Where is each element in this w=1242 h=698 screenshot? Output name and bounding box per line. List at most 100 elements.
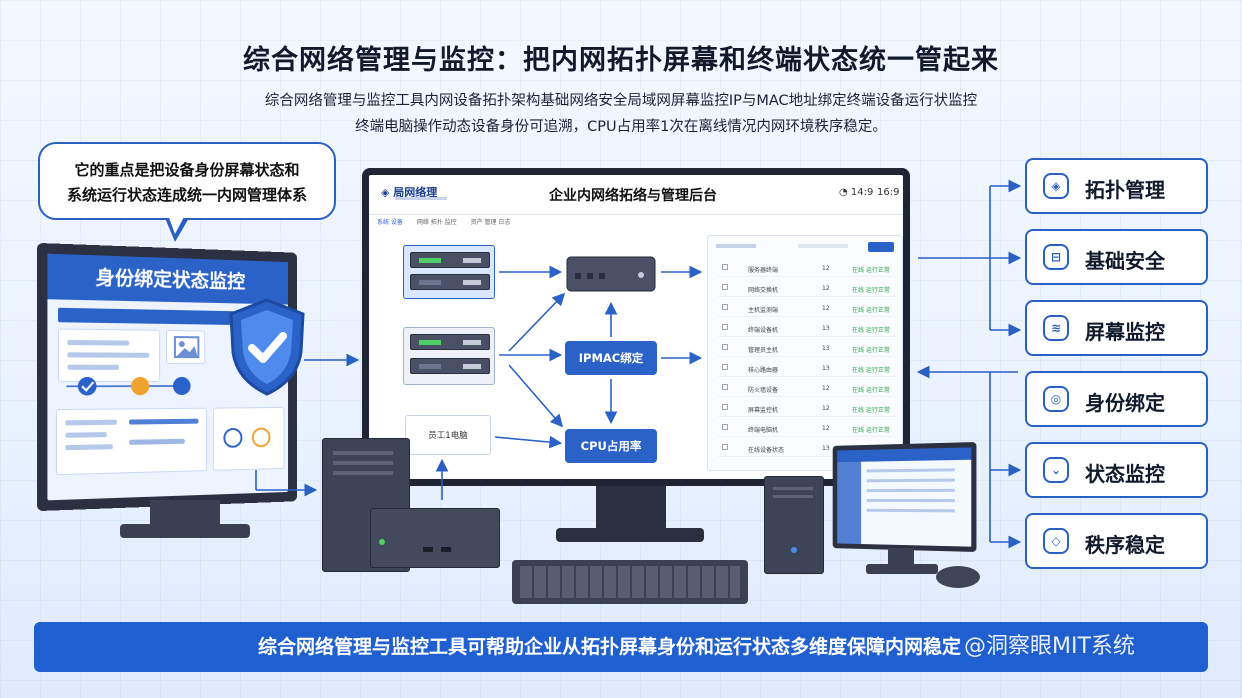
- row-device-name: 防火墙设备: [748, 387, 779, 394]
- table-row[interactable]: 终端电脑机 12 在线 运行正常: [718, 418, 896, 437]
- row-status: 在线 运行正常: [852, 367, 890, 374]
- status-indicator-b: 16:9: [877, 187, 900, 198]
- keyboard: [512, 560, 748, 604]
- row-checkbox[interactable]: [722, 384, 728, 390]
- admin-title: 企业内网络拓络与管理后台: [549, 188, 717, 204]
- center-monitor-stand: [596, 486, 666, 530]
- row-device-id: 12: [822, 305, 830, 312]
- feature-label: 基础安全: [1085, 249, 1165, 273]
- row-device-name: 管理员主机: [748, 347, 779, 354]
- row-checkbox[interactable]: [722, 284, 728, 290]
- tab-assets[interactable]: 资产 管理 日志: [470, 219, 511, 226]
- feature-label: 身份绑定: [1085, 391, 1165, 415]
- right-monitor-base: [866, 564, 938, 574]
- row-checkbox[interactable]: [722, 424, 728, 430]
- server-rack-middle[interactable]: [403, 327, 495, 385]
- row-device-id: 12: [822, 285, 830, 292]
- admin-tabs: 系统 设备 网络 拓扑 监控 资产 管理 日志: [377, 217, 522, 226]
- row-device-id: 12: [822, 425, 830, 432]
- tab-network[interactable]: 网络 拓扑 监控: [416, 219, 457, 226]
- router-icon: [566, 256, 656, 292]
- feature-label: 屏幕监控: [1085, 320, 1165, 344]
- tab-system[interactable]: 系统 设备: [377, 219, 403, 226]
- row-status: 在线 运行正常: [852, 427, 890, 434]
- row-status: 在线 运行正常: [852, 267, 890, 274]
- row-device-name: 终端电脑机: [748, 427, 779, 434]
- row-checkbox[interactable]: [722, 304, 728, 310]
- shield-check-icon: [229, 298, 305, 396]
- row-device-name: 核心路由器: [748, 367, 779, 374]
- feature-label: 秩序稳定: [1085, 533, 1165, 557]
- hexagon-tool-icon: ◈: [1043, 173, 1069, 199]
- row-device-id: 12: [822, 405, 830, 412]
- feature-item[interactable]: ◎身份绑定: [1025, 371, 1208, 427]
- row-device-name: 主机监测端: [748, 307, 779, 314]
- row-device-id: 13: [822, 445, 830, 452]
- center-monitor-screen: ◈ 局网络理 企业内网络拓络与管理后台 ◔ 14:9 16:9 系统 设备 网络…: [369, 175, 903, 479]
- admin-topbar: ◈ 局网络理 企业内网络拓络与管理后台 ◔ 14:9 16:9: [369, 175, 903, 215]
- server-rack-top[interactable]: [403, 245, 495, 299]
- page-title: 综合网络管理与监控：把内网拓扑屏幕和终端状态统一管起来: [243, 45, 999, 76]
- left-monitor-flow: [58, 377, 199, 396]
- shield-icon: ⊟: [1043, 244, 1069, 270]
- feature-item[interactable]: ≋ 屏幕监控: [1025, 300, 1208, 356]
- diamond-icon: ◇: [1043, 528, 1069, 554]
- chevron-shield-icon: ⌄: [1043, 457, 1069, 483]
- ipmac-binding-node[interactable]: IPMAC绑定: [565, 341, 657, 375]
- subtitle-line-1: 综合网络管理与监控工具内网设备拓扑架构基础网络安全局域网屏幕监控IP与MAC地址…: [264, 93, 978, 109]
- mouse: [936, 566, 980, 588]
- row-status: 在线 运行正常: [852, 287, 890, 294]
- row-checkbox[interactable]: [722, 264, 728, 270]
- cpu-usage-node[interactable]: CPU占用率: [565, 429, 657, 463]
- left-monitor: 身份绑定状态监控: [36, 242, 298, 512]
- feature-item[interactable]: ⌄ 状态监控: [1025, 442, 1208, 498]
- row-status: 在线 运行正常: [852, 387, 890, 394]
- row-checkbox[interactable]: [722, 364, 728, 370]
- table-row[interactable]: 防火墙设备 12 在线 运行正常: [718, 378, 896, 397]
- left-monitor-screen: 身份绑定状态监控: [47, 253, 289, 501]
- feature-item[interactable]: ⊟ 基础安全: [1025, 229, 1208, 285]
- center-monitor: ◈ 局网络理 企业内网络拓络与管理后台 ◔ 14:9 16:9 系统 设备 网络…: [362, 168, 910, 486]
- row-checkbox[interactable]: [722, 324, 728, 330]
- bubble-line-2: 系统运行状态连成统一内网管理体系: [66, 186, 307, 204]
- topology-arrows: [494, 265, 703, 449]
- row-device-name: 屏幕监控机: [748, 407, 779, 414]
- feature-label: 状态监控: [1085, 462, 1165, 486]
- row-device-id: 12: [822, 265, 830, 272]
- footer-banner: 综合网络管理与监控工具可帮助企业从拓扑屏幕身份和运行状态多维度保障内网稳定 @洞…: [34, 622, 1208, 672]
- row-status: 在线 运行正常: [852, 347, 890, 354]
- row-checkbox[interactable]: [722, 444, 728, 450]
- table-row[interactable]: 管理员主机 13 在线 运行正常: [718, 338, 896, 357]
- admin-logo-sub: [395, 197, 447, 200]
- row-checkbox[interactable]: [722, 344, 728, 350]
- mini-pc: [370, 508, 500, 568]
- employee-pc-node[interactable]: 员工1电脑: [405, 415, 491, 455]
- row-checkbox[interactable]: [722, 404, 728, 410]
- speech-bubble: 它的重点是把设备身份屏幕状态和 系统运行状态连成统一内网管理体系: [38, 142, 336, 220]
- row-device-name: 服务器终端: [748, 267, 779, 274]
- plus-icon: [172, 377, 191, 395]
- admin-logo: ◈ 局网络理: [381, 186, 438, 199]
- table-action-button[interactable]: [868, 242, 894, 252]
- row-device-name: 终端设备机: [748, 327, 779, 334]
- table-row[interactable]: 服务器终端 12 在线 运行正常: [718, 258, 896, 277]
- image-icon: [166, 329, 206, 365]
- status-indicator-a: ◔ 14:9: [839, 187, 874, 198]
- layers-icon: ≋: [1043, 315, 1069, 341]
- feature-item[interactable]: ◇ 秩序稳定: [1025, 513, 1208, 569]
- center-monitor-base: [556, 528, 704, 542]
- bubble-tail: [165, 215, 189, 242]
- clock-icon: [131, 377, 150, 396]
- left-monitor-base: [120, 524, 250, 538]
- row-device-id: 12: [822, 385, 830, 392]
- feature-item[interactable]: ◈拓扑管理: [1025, 158, 1208, 214]
- check-icon: [77, 377, 97, 396]
- row-device-id: 13: [822, 345, 830, 352]
